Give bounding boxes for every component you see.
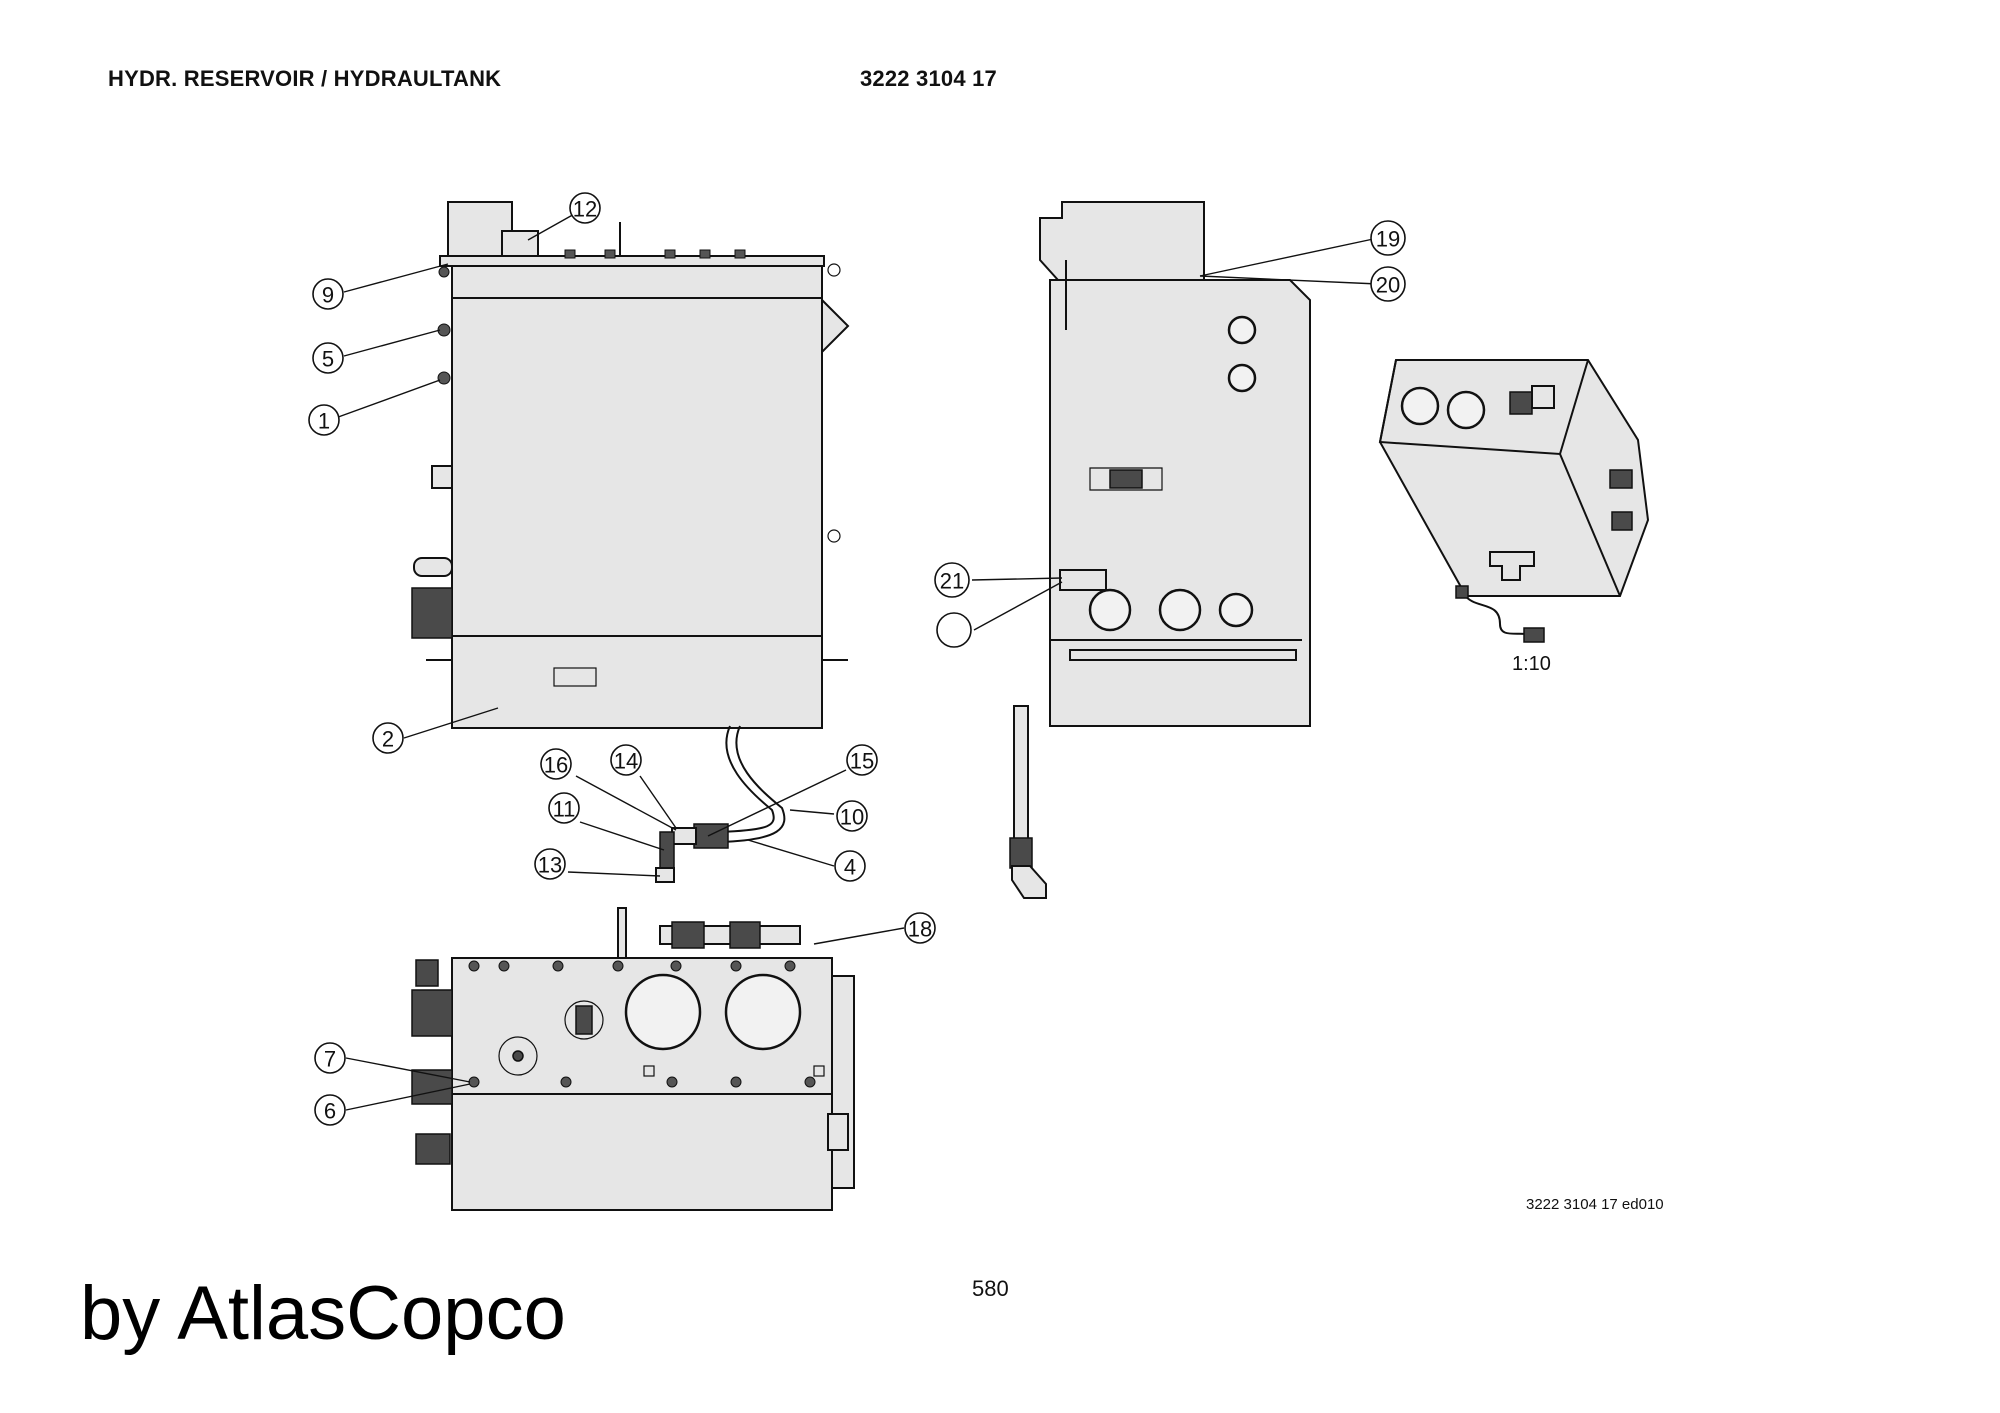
callout-13: 14 (610, 744, 642, 776)
callout-label: 21 (940, 569, 964, 594)
callout-label: 15 (850, 749, 874, 774)
callout-9: 9 (312, 278, 344, 310)
callout-5: 5 (312, 342, 344, 374)
callout-7: 7 (314, 1042, 346, 1074)
leader-lines (329, 207, 1379, 1111)
callout-16: 16 (540, 748, 572, 780)
tank-top-view (411, 907, 855, 1211)
callout-14: 15 (846, 744, 878, 776)
callout-4: 4 (834, 850, 866, 882)
callout-label: 14 (614, 749, 638, 774)
callout-6: 6 (314, 1094, 346, 1126)
page-number: 580 (972, 1276, 1009, 1301)
callout-label: 9 (322, 283, 334, 308)
callout-18: 19 (1370, 220, 1406, 256)
callout-11: 11 (548, 792, 580, 824)
page-title: HYDR. RESERVOIR / HYDRAULTANK (108, 66, 502, 91)
callout-19: 20 (1370, 266, 1406, 302)
callout-label: 12 (573, 197, 597, 222)
part-number: 3222 3104 17 (860, 66, 997, 91)
callout-12: 13 (534, 848, 566, 880)
tank-front-view (411, 201, 850, 883)
callout-label: 18 (908, 917, 932, 942)
callout-label: 13 (538, 853, 562, 878)
callout-label: 5 (322, 347, 334, 372)
callout-10: 10 (836, 800, 868, 832)
callout-20: 21 (934, 562, 970, 598)
callout-15: 18 (904, 912, 936, 944)
callout-label: 1 (318, 409, 330, 434)
detail-scale-label: 1:10 (1512, 653, 1551, 675)
callout-label: 16 (544, 753, 568, 778)
callout-1: 1 (308, 404, 340, 436)
callout-label: 19 (1376, 227, 1400, 252)
callout-label: 7 (324, 1047, 336, 1072)
callout-label: 6 (324, 1099, 336, 1124)
footer-brand: by AtlasCopco (80, 1271, 566, 1356)
drawing-reference: 3222 3104 17 ed010 (1526, 1196, 1664, 1213)
callout-3: 12 (569, 192, 601, 224)
callout-21 (936, 612, 972, 648)
tank-side-view (1009, 201, 1311, 899)
callout-label: 11 (553, 797, 576, 822)
callout-2: 2 (372, 722, 404, 754)
callout-label: 10 (840, 805, 864, 830)
callout-label: 2 (382, 727, 394, 752)
callout-label: 4 (844, 855, 856, 880)
tank-isometric-detail: 1:10 (1378, 359, 1650, 675)
callout-label: 20 (1376, 273, 1400, 298)
